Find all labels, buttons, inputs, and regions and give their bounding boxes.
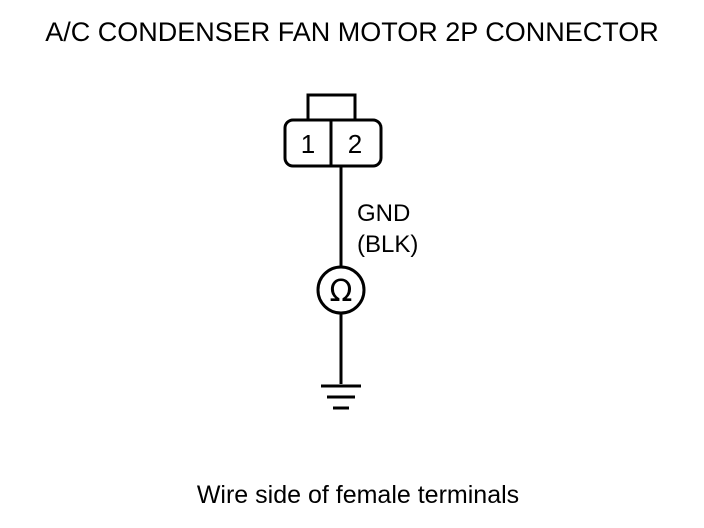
diagram-title: A/C CONDENSER FAN MOTOR 2P CONNECTOR — [45, 17, 659, 47]
connector-pin-2: 2 — [348, 129, 362, 159]
connector-pin-1: 1 — [301, 129, 315, 159]
ohm-symbol: Ω — [330, 274, 353, 309]
diagram-caption: Wire side of female terminals — [197, 481, 519, 509]
ground-icon — [321, 384, 361, 410]
wire-signal-label: GND — [357, 200, 410, 227]
connector-lock-tab — [306, 93, 357, 120]
connector-body — [283, 118, 383, 168]
wire-color-label: (BLK) — [357, 231, 418, 258]
